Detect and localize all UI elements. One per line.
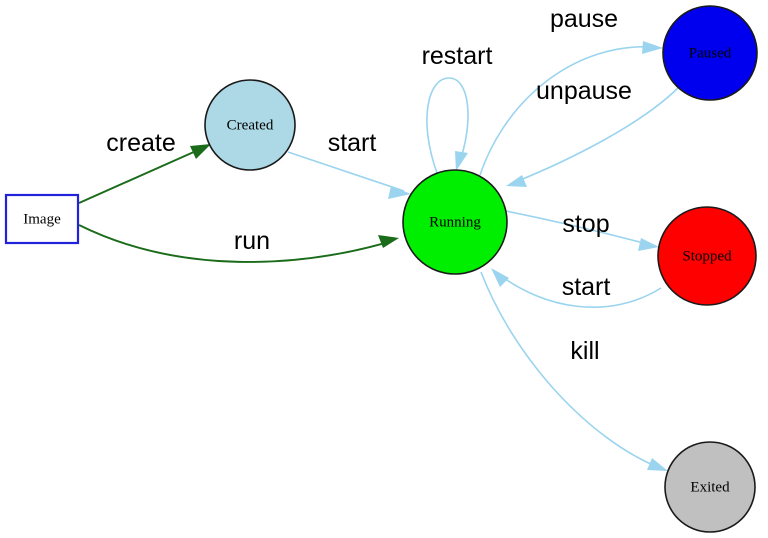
node-created-circle[interactable]	[204, 79, 296, 171]
edge-stop-path	[505, 210, 652, 246]
node-stopped[interactable]: Stopped	[657, 206, 757, 306]
edge-create-path	[78, 146, 206, 204]
edge-restart-path	[426, 77, 469, 174]
edge-label-kill: kill	[570, 337, 599, 365]
edge-restart: restart	[422, 42, 493, 174]
edge-kill-path	[480, 271, 661, 469]
edge-label-create: create	[106, 129, 175, 157]
edge-restart-arrowhead	[455, 151, 468, 171]
node-running-circle[interactable]	[402, 169, 508, 275]
node-image-rect[interactable]	[4, 193, 80, 245]
edge-label-unpause: unpause	[536, 77, 632, 105]
edge-kill-arrowhead	[647, 458, 668, 471]
node-paused-circle[interactable]	[662, 5, 758, 101]
edge-stop: stop	[505, 210, 659, 251]
edge-run-arrowhead	[378, 235, 399, 248]
edge-label-start-stopped: start	[562, 273, 611, 301]
edge-label-start-created: start	[328, 129, 377, 157]
edge-start-stopped-arrowhead	[491, 268, 509, 287]
edge-label-run: run	[234, 227, 270, 255]
node-paused[interactable]: Paused	[662, 5, 758, 101]
edge-run-path	[78, 224, 393, 263]
edge-pause-path	[479, 45, 656, 176]
edge-label-pause: pause	[550, 5, 618, 33]
edge-run: run	[78, 224, 399, 263]
node-running[interactable]: Running	[402, 169, 508, 275]
edge-start-created: start	[287, 129, 411, 199]
edge-stop-arrowhead	[638, 238, 659, 251]
edge-create-arrowhead	[190, 144, 211, 159]
node-exited-circle[interactable]	[664, 441, 756, 533]
node-image[interactable]: Image	[4, 193, 80, 245]
edge-unpause-arrowhead	[506, 175, 527, 187]
node-stopped-circle[interactable]	[657, 206, 757, 306]
edge-create: create	[78, 129, 211, 204]
edge-start-stopped-path	[496, 272, 662, 308]
edge-unpause-path	[512, 87, 679, 184]
node-exited[interactable]: Exited	[664, 441, 756, 533]
edge-kill: kill	[480, 271, 668, 471]
edge-start-stopped: start	[491, 268, 662, 308]
edge-start-created-path	[287, 151, 405, 192]
edge-pause-arrowhead	[642, 41, 663, 54]
node-created[interactable]: Created	[204, 79, 296, 171]
edge-pause: pause	[479, 5, 663, 176]
edge-label-restart: restart	[422, 42, 493, 70]
edge-start-created-arrowhead	[388, 186, 411, 199]
